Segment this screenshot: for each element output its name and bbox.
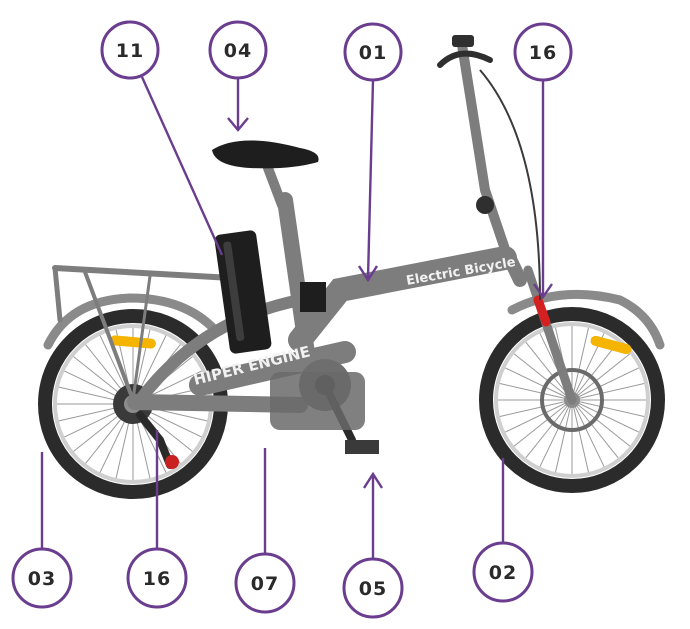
spoke [571,367,639,401]
spoke [571,399,645,417]
spoke [505,367,573,401]
callout-16-top: 16 [513,22,573,82]
front-spokes [498,326,646,474]
frame [127,35,577,413]
disc-brake-rotor [540,368,604,432]
fork-red-accent [533,295,551,327]
rear-rack [52,265,235,402]
spoke [513,399,573,447]
callout-01-label: 01 [359,42,387,64]
callout-03-label: 03 [28,568,56,590]
callout-05: 05 [342,557,404,619]
spoke [513,353,573,401]
spoke [571,399,605,467]
handlebar [437,50,493,68]
arrow-04 [227,117,249,132]
arrow-16-top [533,283,553,300]
handlebar-stem [457,40,513,263]
spoke [571,399,589,473]
callout-16-bottom: 16 [126,547,188,609]
crank-assembly [270,359,379,454]
callout-05-label: 05 [359,578,387,600]
spoke [571,353,631,401]
seat-stay [134,294,306,406]
stem-folding-hinge [476,196,494,214]
pedal [345,440,379,454]
callout-04: 04 [208,20,268,80]
leader-11 [140,76,224,256]
callout-11-label: 11 [116,40,144,62]
down-tube [189,341,356,396]
main-tube [288,246,517,352]
front-rim [494,322,650,478]
chain-guard [270,372,365,430]
spoke [539,399,573,467]
saddle [212,140,319,210]
spoke [571,327,589,401]
seat-post [263,163,287,210]
spoke [525,399,573,459]
spoke [571,399,619,459]
callout-07: 07 [234,552,296,614]
callout-11: 11 [100,20,160,80]
callout-01: 01 [343,22,403,82]
spoke [505,399,573,433]
callout-02: 02 [472,541,534,603]
brake-cable [479,69,541,301]
rear-derailleur [136,411,179,469]
arrow-05 [362,471,384,489]
front-tyre [479,307,665,493]
callout-07-label: 07 [251,573,279,595]
rear-reflector [110,335,156,349]
spoke [555,399,573,473]
callout-03: 03 [11,547,73,609]
callout-16-bottom-label: 16 [143,568,171,590]
callout-04-label: 04 [224,40,252,62]
spoke [571,399,631,447]
callout-16-top-label: 16 [529,42,557,64]
battery [214,230,272,354]
arrow-01 [357,265,379,283]
spoke [571,341,619,401]
frame-sticker [300,282,326,312]
spoke [499,399,573,417]
leader-01 [366,79,375,279]
front-reflector [590,335,632,355]
callout-02-label: 02 [489,562,517,584]
spoke [571,383,645,401]
saddle-cushion [212,140,319,169]
front-fork [523,265,577,405]
spoke [499,383,573,401]
display-unit [452,35,474,47]
spoke [571,399,639,433]
front-wheel [479,307,665,493]
leader-lines [40,76,553,558]
rear-fender [43,293,220,350]
